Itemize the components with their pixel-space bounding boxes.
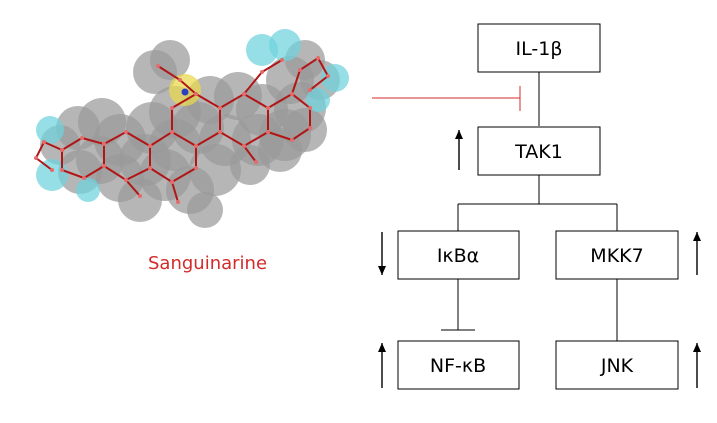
svg-text:IκBα: IκBα bbox=[437, 245, 479, 267]
up-arrow-icon bbox=[693, 232, 701, 275]
up-arrow-icon bbox=[378, 343, 386, 388]
svg-text:TAK1: TAK1 bbox=[514, 141, 563, 163]
svg-text:MKK7: MKK7 bbox=[590, 245, 643, 267]
svg-text:IL-1β: IL-1β bbox=[516, 38, 563, 60]
sanguinarine-molecule-image bbox=[34, 29, 349, 228]
node-il1b: IL-1β bbox=[477, 23, 601, 73]
svg-text:NF-κB: NF-κB bbox=[430, 355, 486, 377]
node-jnk: JNK bbox=[555, 340, 679, 390]
drug-inhibition-line bbox=[372, 86, 521, 111]
svg-text:JNK: JNK bbox=[600, 355, 634, 377]
node-mkk7: MKK7 bbox=[555, 230, 679, 280]
up-arrow-icon bbox=[455, 130, 463, 170]
drug-label: Sanguinarine bbox=[148, 253, 267, 274]
node-ikba: IκBα bbox=[397, 230, 520, 280]
pathway-connectors bbox=[441, 72, 618, 341]
node-nfkb: NF-κB bbox=[397, 340, 520, 390]
node-tak1: TAK1 bbox=[477, 126, 601, 176]
down-arrow-icon bbox=[378, 232, 386, 275]
up-arrow-icon bbox=[693, 343, 701, 388]
